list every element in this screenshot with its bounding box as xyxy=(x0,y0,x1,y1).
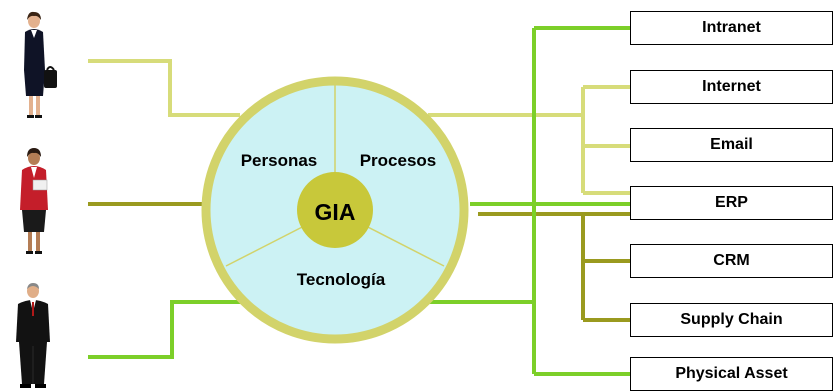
segment-tecnologia-label: Tecnología xyxy=(297,270,386,289)
system-box-erp: ERP xyxy=(630,186,833,220)
businesswoman-red-jacket xyxy=(20,148,48,254)
hub-divider-left xyxy=(225,221,313,267)
hub-divider-right xyxy=(357,221,445,267)
connector-person3 xyxy=(88,300,245,359)
connector-person1 xyxy=(88,59,240,117)
hub-center-label: GIA xyxy=(315,199,356,225)
segment-personas-label: Personas xyxy=(241,151,318,170)
businessman-suit xyxy=(16,283,50,388)
system-box-email: Email xyxy=(630,128,833,162)
businesswoman-with-briefcase xyxy=(24,11,57,118)
system-box-intranet: Intranet xyxy=(630,11,833,45)
system-box-supply-chain: Supply Chain xyxy=(630,303,833,337)
system-box-internet: Internet xyxy=(630,70,833,104)
hub-center xyxy=(297,172,373,248)
system-box-crm: CRM xyxy=(630,244,833,278)
system-box-physical-asset: Physical Asset xyxy=(630,357,833,391)
segment-procesos-label: Procesos xyxy=(360,151,437,170)
